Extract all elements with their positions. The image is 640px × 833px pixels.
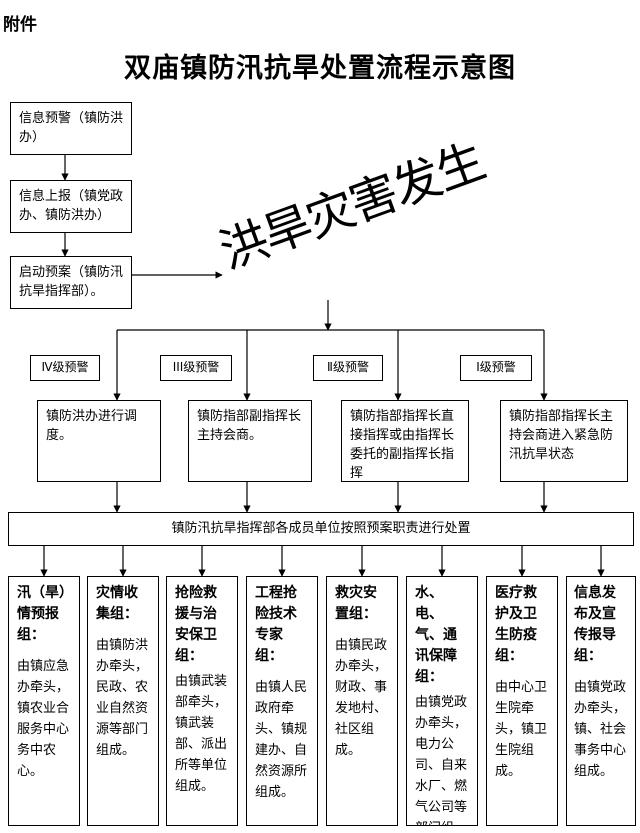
group-disaster-info: 灾情收集组： 由镇防洪办牵头，民政、农业自然资源等部门组成。 [87, 576, 159, 826]
level-1-action: 镇防指部指挥长主持会商进入紧急防汛抗旱状态 [500, 400, 628, 482]
group-body: 由镇武装部牵头，镇武装部、派出所等单位组成。 [175, 674, 228, 794]
level-2-action: 镇防指部指挥长直接指挥或由指挥长委托的副指挥长指挥 [341, 400, 469, 482]
group-title: 水、电、气、通讯保障组： [415, 585, 457, 685]
level-2-label: Ⅱ级预警 [313, 355, 383, 381]
group-title: 信息发布及宣传报导组： [574, 585, 616, 664]
group-title: 医疗救护及卫生防疫组： [495, 585, 537, 664]
group-body: 由镇应急办牵头，镇农业合服务中心务中农心。 [17, 659, 70, 779]
group-engineering-experts: 工程抢险技术专家组： 由镇人民政府牵头、镇规建办、自然资源所组成。 [246, 576, 318, 826]
action-text: 镇防指部副指挥长主持会商。 [197, 409, 302, 443]
level-3-action: 镇防指部副指挥长主持会商。 [188, 400, 312, 482]
step-label: 启动预案（镇防汛抗旱指挥部）。 [19, 265, 124, 299]
main-response-text: 镇防汛抗旱指挥部各成员单位按照预案职责进行处置 [171, 521, 471, 536]
group-utilities-support: 水、电、气、通讯保障组： 由镇党政办牵头，电力公司、自来水厂、燃气公司等部门组成… [406, 576, 478, 826]
group-body: 由镇党政办牵头，电力公司、自来水厂、燃气公司等部门组成。 [415, 695, 468, 825]
action-text: 镇防指部指挥长直接指挥或由指挥长委托的副指挥长指挥 [350, 409, 455, 481]
group-rescue-security: 抢险救援与治安保卫组： 由镇武装部牵头，镇武装部、派出所等单位组成。 [166, 576, 238, 826]
level-4-label: Ⅳ级预警 [30, 355, 100, 381]
action-text: 镇防洪办进行调度。 [46, 409, 138, 443]
level-3-label: III级预警 [160, 355, 232, 381]
group-publicity: 信息发布及宣传报导组： 由镇党政办牵头，镇、社会事务中心组成。 [566, 576, 636, 826]
group-relief-shelter: 救灾安置组： 由镇民政办牵头，财政、事发地村、社区组成。 [326, 576, 398, 826]
level-1-label: Ⅰ级预警 [460, 355, 532, 381]
main-response-bar: 镇防汛抗旱指挥部各成员单位按照预案职责进行处置 [8, 512, 634, 546]
group-title: 救灾安置组： [335, 585, 377, 622]
group-forecast: 汛（旱）情预报组： 由镇应急办牵头，镇农业合服务中心务中农心。 [8, 576, 80, 826]
page-title: 双庙镇防汛抗旱处置流程示意图 [124, 53, 516, 84]
group-body: 由中心卫生院牵头，镇卫生院组成。 [495, 680, 548, 779]
group-body: 由镇民政办牵头，财政、事发地村、社区组成。 [335, 638, 388, 758]
group-body: 由镇防洪办牵头，民政、农业自然资源等部门组成。 [96, 638, 149, 758]
step-info-warning: 信息预警（镇防洪办） [10, 102, 132, 155]
level-4-action: 镇防洪办进行调度。 [37, 400, 161, 482]
action-text: 镇防指部指挥长主持会商进入紧急防汛抗旱状态 [509, 409, 614, 462]
attachment-label: 附件 [3, 15, 37, 35]
group-body: 由镇党政办牵头，镇、社会事务中心组成。 [574, 680, 627, 779]
group-title: 汛（旱）情预报组： [17, 585, 66, 643]
group-medical-epidemic: 医疗救护及卫生防疫组： 由中心卫生院牵头，镇卫生院组成。 [486, 576, 558, 826]
step-start-plan: 启动预案（镇防汛抗旱指挥部）。 [10, 256, 132, 309]
group-title: 灾情收集组： [96, 585, 138, 622]
group-body: 由镇人民政府牵头、镇规建办、自然资源所组成。 [255, 680, 308, 800]
group-title: 工程抢险技术专家组： [255, 585, 297, 664]
step-label: 信息预警（镇防洪办） [19, 111, 124, 145]
group-title: 抢险救援与治安保卫组： [175, 585, 217, 664]
step-info-report: 信息上报（镇党政办、镇防洪办） [10, 180, 132, 233]
step-label: 信息上报（镇党政办、镇防洪办） [19, 189, 124, 223]
